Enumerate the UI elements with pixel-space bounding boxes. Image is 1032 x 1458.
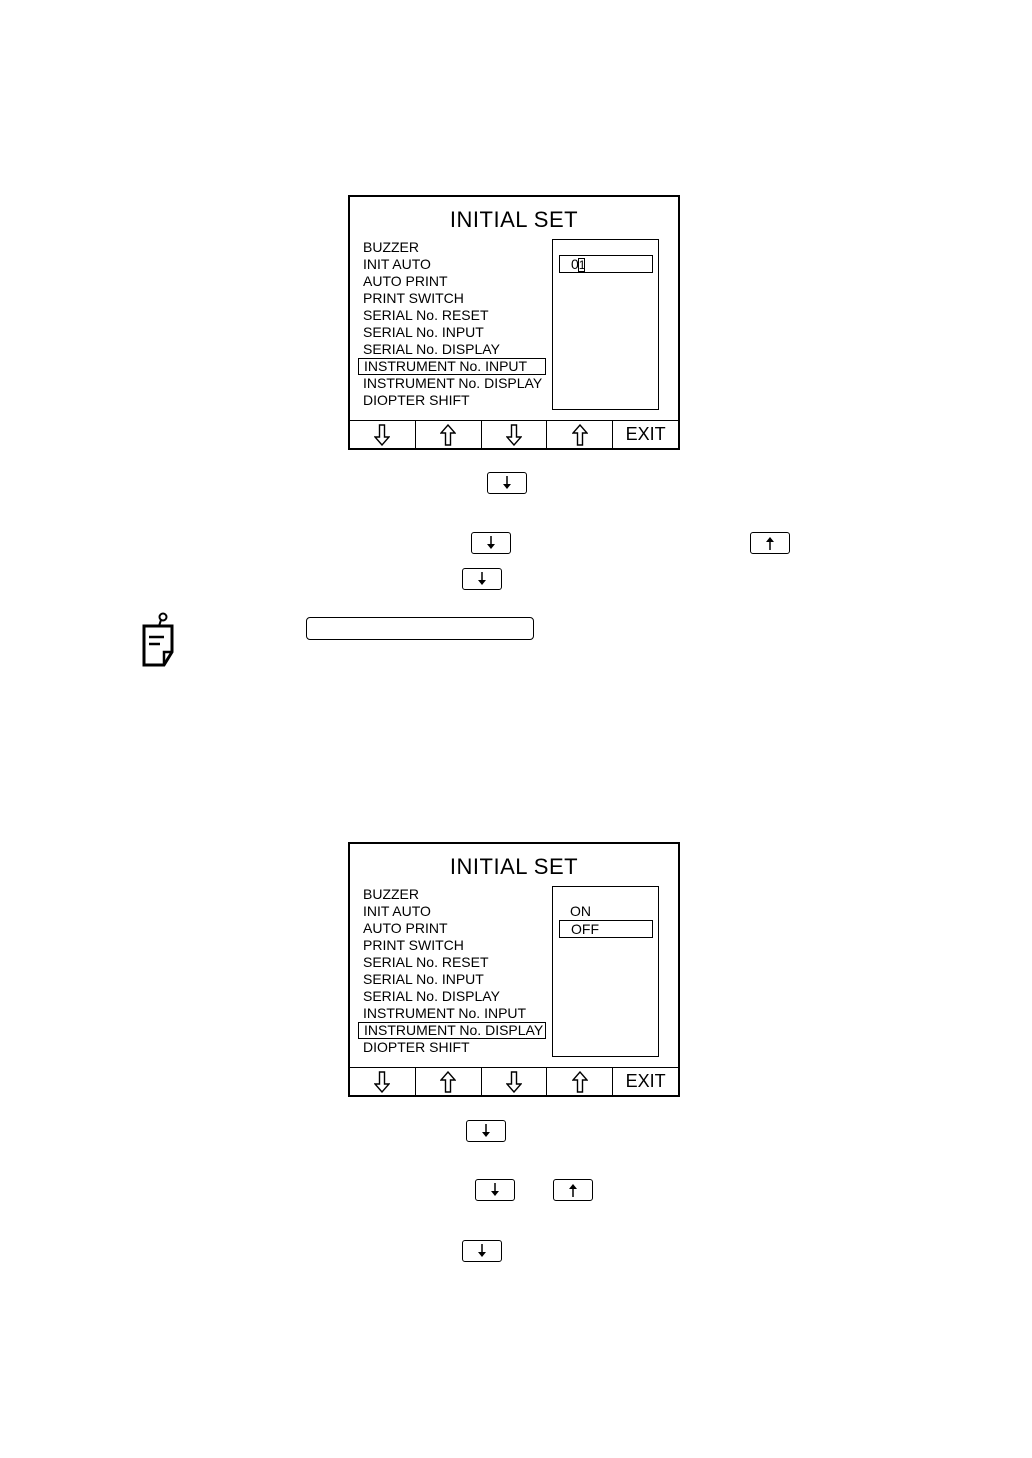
screen-title: INITIAL SET	[449, 854, 579, 879]
instrument-number-field[interactable]: 01	[559, 255, 653, 273]
settings-menu: BUZZER INIT AUTO AUTO PRINT PRINT SWITCH…	[358, 239, 546, 409]
softkey-bar: EXIT	[350, 420, 678, 448]
down-key-icon	[475, 1179, 515, 1201]
instrument-number-digit: 0	[571, 256, 579, 272]
menu-item-buzzer[interactable]: BUZZER	[363, 886, 419, 902]
up-key-icon	[553, 1179, 593, 1201]
down-arrow-button[interactable]	[350, 1068, 416, 1095]
softkey-bar: EXIT	[350, 1067, 678, 1095]
up-arrow-button[interactable]	[416, 421, 482, 448]
screen-title: INITIAL SET	[449, 207, 579, 232]
up-arrow-icon	[571, 1070, 588, 1093]
menu-item-print-switch[interactable]: PRINT SWITCH	[363, 937, 464, 953]
up-arrow-button[interactable]	[547, 421, 614, 448]
menu-item-instrument-input[interactable]: INSTRUMENT No. INPUT	[363, 1005, 527, 1021]
menu-item-serial-reset[interactable]: SERIAL No. RESET	[363, 954, 489, 970]
menu-item-instrument-input[interactable]: INSTRUMENT No. INPUT	[358, 358, 546, 375]
menu-item-buzzer[interactable]: BUZZER	[363, 239, 419, 255]
value-panel: ON OFF	[552, 886, 659, 1057]
menu-item-serial-input[interactable]: SERIAL No. INPUT	[363, 971, 484, 987]
up-arrow-icon	[571, 423, 588, 446]
menu-item-print-switch[interactable]: PRINT SWITCH	[363, 290, 464, 306]
menu-item-diopter-shift[interactable]: DIOPTER SHIFT	[363, 1039, 470, 1055]
menu-item-instrument-display[interactable]: INSTRUMENT No. DISPLAY	[358, 1022, 546, 1039]
menu-item-serial-reset[interactable]: SERIAL No. RESET	[363, 307, 489, 323]
down-arrow-icon	[505, 1070, 522, 1093]
down-arrow-button[interactable]	[482, 1068, 548, 1095]
down-arrow-button[interactable]	[350, 421, 416, 448]
down-key-icon	[466, 1120, 506, 1142]
option-on[interactable]: ON	[570, 903, 591, 919]
down-arrow-icon	[374, 1070, 391, 1093]
down-arrow-icon	[374, 423, 391, 446]
up-arrow-button[interactable]	[416, 1068, 482, 1095]
up-arrow-button[interactable]	[547, 1068, 614, 1095]
memo-note-icon	[142, 612, 174, 667]
up-arrow-icon	[440, 423, 457, 446]
exit-button[interactable]: EXIT	[625, 424, 666, 444]
note-box	[306, 617, 534, 640]
down-key-icon	[471, 532, 511, 554]
up-arrow-icon	[440, 1070, 457, 1093]
up-key-icon	[750, 532, 790, 554]
exit-button[interactable]: EXIT	[625, 1071, 666, 1091]
down-arrow-button[interactable]	[482, 421, 548, 448]
menu-item-init-auto[interactable]: INIT AUTO	[363, 903, 431, 919]
down-arrow-icon	[505, 423, 522, 446]
down-key-icon	[462, 568, 502, 590]
menu-item-diopter-shift[interactable]: DIOPTER SHIFT	[363, 392, 470, 408]
initial-set-screen-2: INITIAL SET BUZZER INIT AUTO AUTO PRINT …	[348, 842, 680, 1097]
down-key-icon	[487, 472, 527, 494]
initial-set-screen-1: INITIAL SET BUZZER INIT AUTO AUTO PRINT …	[348, 195, 680, 450]
menu-item-serial-display[interactable]: SERIAL No. DISPLAY	[363, 988, 500, 1004]
value-panel: 01	[552, 239, 659, 410]
menu-item-auto-print[interactable]: AUTO PRINT	[363, 920, 448, 936]
menu-item-auto-print[interactable]: AUTO PRINT	[363, 273, 448, 289]
option-off[interactable]: OFF	[559, 920, 653, 938]
cursor-digit: 1	[578, 258, 586, 273]
settings-menu: BUZZER INIT AUTO AUTO PRINT PRINT SWITCH…	[358, 886, 546, 1056]
menu-item-serial-input[interactable]: SERIAL No. INPUT	[363, 324, 484, 340]
menu-item-serial-display[interactable]: SERIAL No. DISPLAY	[363, 341, 500, 357]
down-key-icon	[462, 1240, 502, 1262]
text-cursor: 1	[577, 258, 586, 273]
menu-item-instrument-display[interactable]: INSTRUMENT No. DISPLAY	[363, 375, 543, 391]
menu-item-init-auto[interactable]: INIT AUTO	[363, 256, 431, 272]
